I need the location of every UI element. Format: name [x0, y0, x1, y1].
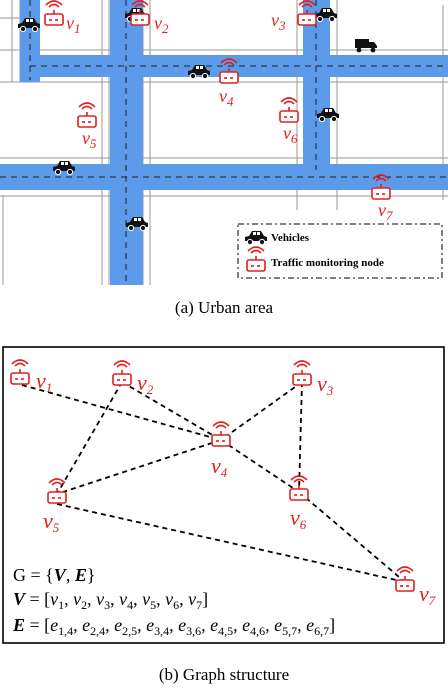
urban-area-panel: v1 v2 v3 v4 v5 v6 v7 Vehicles Traffic mo…: [0, 0, 448, 317]
caption-a: (a) Urban area: [175, 298, 274, 317]
traffic-node-icon: [44, 0, 64, 26]
edge-e45: [56, 439, 222, 495]
node-label-v4: v4: [219, 86, 234, 109]
legend-nodes-label: Traffic monitoring node: [271, 257, 384, 269]
node-label-v2: v2: [154, 13, 169, 36]
road-v3: [303, 0, 330, 170]
edge-e25: [56, 381, 123, 495]
edge-e24: [121, 381, 222, 441]
equation-v: V = [v1, v2, v3, v4, v5, v6, v7]: [13, 589, 208, 612]
graph-label-v4: v4: [211, 453, 228, 480]
edge-e46: [220, 439, 300, 493]
graph-edges: [21, 381, 406, 583]
graph-label-v6: v6: [290, 505, 307, 532]
traffic-node-icon: [77, 102, 97, 128]
lane-markings: [0, 0, 448, 285]
edge-e34: [220, 381, 303, 441]
legend-vehicles-label: Vehicles: [271, 232, 310, 244]
node-label-v7: v7: [378, 200, 393, 223]
node-label-v1: v1: [66, 13, 81, 36]
graph-label-v3: v3: [317, 371, 334, 398]
caption-b: (b) Graph structure: [159, 665, 289, 684]
truck-icon: [355, 39, 377, 53]
equation-g: G = {V, E}: [13, 565, 95, 585]
edge-e14: [21, 384, 222, 441]
urban-nodes: v1 v2 v3 v4 v5 v6 v7: [44, 0, 393, 223]
traffic-node-icon: [279, 97, 299, 123]
node-label-v6: v6: [283, 123, 298, 146]
legend: Vehicles Traffic monitoring node: [237, 223, 443, 279]
equation-e: E = [e1,4, e2,4, e2,5, e3,4, e3,6, e4,5,…: [12, 615, 335, 638]
graph-label-v1: v1: [36, 368, 52, 395]
graph-label-v2: v2: [137, 370, 154, 397]
graph-equations: G = {V, E} V = [v1, v2, v3, v4, v5, v6, …: [12, 565, 335, 638]
graph-nodes: v1 v2 v3 v4 v5 v6 v7: [10, 359, 436, 608]
node-label-v5: v5: [82, 128, 97, 151]
graph-frame: [2, 346, 445, 644]
graph-label-v7: v7: [419, 581, 436, 608]
edge-e57: [56, 503, 406, 583]
edge-e36: [298, 381, 303, 493]
node-label-v3: v3: [271, 10, 286, 33]
graph-panel: v1 v2 v3 v4 v5 v6 v7 G = {V, E} V = [v1,…: [2, 346, 445, 684]
graph-label-v5: v5: [43, 508, 60, 535]
vehicles: [17, 7, 377, 232]
